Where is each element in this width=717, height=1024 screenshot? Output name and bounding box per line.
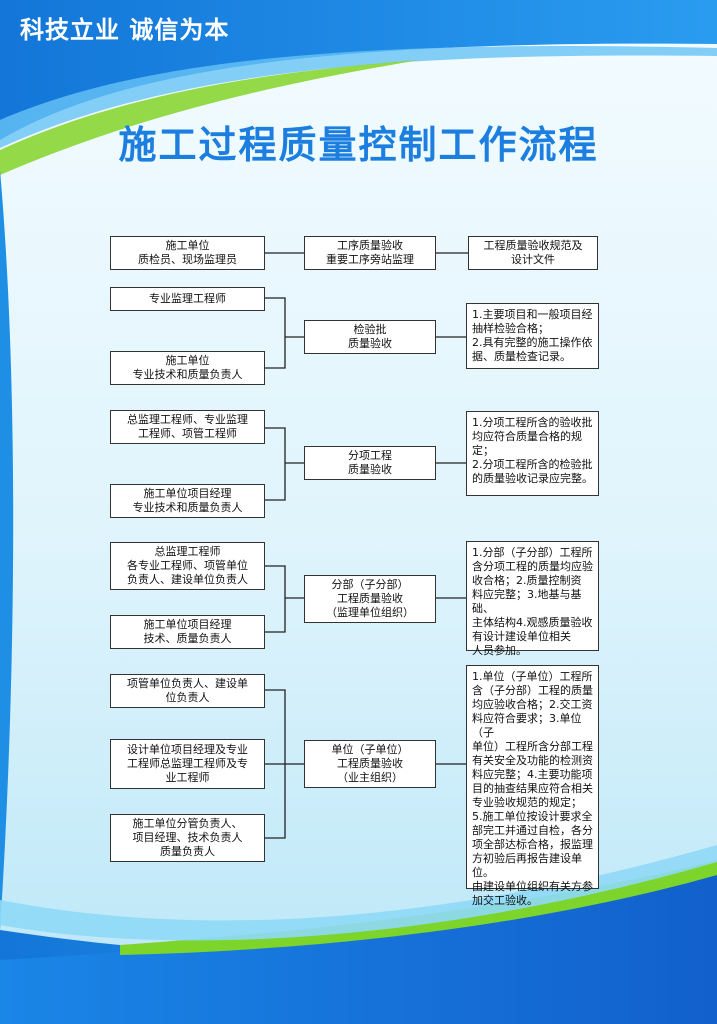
stage-4-step-box: 分部（子分部） 工程质量验收 （监理单位组织）	[304, 575, 436, 623]
stage-5-left-box-1: 项管单位负责人、建设单 位负责人	[110, 674, 265, 708]
stage-1-left-box: 施工单位 质检员、现场监理员	[110, 236, 265, 270]
stage-2-criteria-box: 1.主要项目和一般项目经 抽样检验合格； 2.具有完整的施工操作依 据、质量检查…	[466, 303, 599, 369]
stage-5-left-box-2: 设计单位项目经理及专业 工程师总监理工程师及专 业工程师	[110, 739, 265, 789]
stage-1-step-box: 工序质量验收 重要工序旁站监理	[304, 236, 436, 270]
stage-2-step-box: 检验批 质量验收	[304, 320, 436, 354]
stage-3-step-box: 分项工程 质量验收	[304, 446, 436, 480]
page-title: 施工过程质量控制工作流程	[118, 123, 599, 167]
stage-4-left-box-1: 总监理工程师 各专业工程师、项管单位 负责人、建设单位负责人	[110, 542, 265, 590]
stage-3-criteria-box: 1.分项工程所含的验收批 均应符合质量合格的规定； 2.分项工程所含的检验批 的…	[466, 411, 599, 496]
stage-5-left-box-3: 施工单位分管负责人、 项目经理、技术负责人 质量负责人	[110, 814, 265, 862]
stage-3-left-box-2: 施工单位项目经理 专业技术和质量负责人	[110, 484, 265, 518]
slogan: 科技立业 诚信为本	[20, 16, 230, 44]
stage-1-criteria-box: 工程质量验收规范及 设计文件	[468, 236, 598, 270]
stage-2-left-box-1: 专业监理工程师	[110, 287, 265, 311]
stage-3-left-box-1: 总监理工程师、专业监理 工程师、项管工程师	[110, 410, 265, 444]
stage-2-left-box-2: 施工单位 专业技术和质量负责人	[110, 351, 265, 385]
stage-4-criteria-box: 1.分部（子分部）工程所 含分项工程的质量均应验 收合格；2.质量控制资 料应完…	[466, 541, 599, 657]
stage-4-left-box-2: 施工单位项目经理 技术、质量负责人	[110, 615, 265, 649]
stage-5-step-box: 单位（子单位） 工程质量验收 （业主组织）	[304, 740, 436, 788]
stage-5-criteria-box: 1.单位（子单位）工程所 含（子分部）工程的质量 均应验收合格；2.交工资 料应…	[466, 665, 599, 907]
